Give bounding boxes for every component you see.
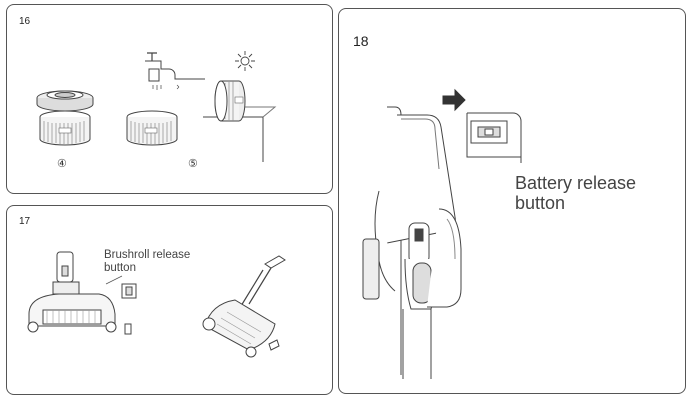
step-number: 17 bbox=[19, 216, 31, 227]
step-label-4: ④ bbox=[57, 158, 67, 170]
sun-icon bbox=[235, 51, 255, 71]
label-line-1: Battery release bbox=[515, 173, 637, 193]
drying-filter-icon bbox=[203, 80, 277, 162]
filter-lid-icon bbox=[36, 90, 94, 112]
faucet-icon bbox=[145, 52, 205, 90]
step-number: 16 bbox=[19, 16, 31, 27]
label-line-2: button bbox=[104, 261, 136, 274]
panel-step-17: 17 Brushroll release button bbox=[6, 205, 333, 395]
vacuum-floor-head-icon bbox=[27, 251, 123, 333]
brushroll-release-button-icon bbox=[121, 283, 137, 335]
arrow-right-icon bbox=[442, 88, 466, 112]
label-line-2: button bbox=[515, 193, 566, 214]
step-label-5: ⑤ bbox=[188, 158, 198, 170]
handheld-vacuum-icon bbox=[362, 106, 462, 379]
brushroll-release-label: Brushroll release button bbox=[104, 249, 190, 275]
panel-step-18: 18 Battery release button bbox=[338, 8, 686, 394]
label-line-1: Brushroll release bbox=[104, 249, 191, 261]
panel-step-16: 16 bbox=[6, 4, 333, 194]
step-number: 18 bbox=[353, 33, 369, 49]
vacuum-floor-head-underside-icon bbox=[202, 255, 286, 358]
battery-release-button-icon bbox=[466, 112, 522, 163]
filter-cartridge-icon bbox=[126, 110, 178, 146]
filter-cartridge-icon bbox=[39, 110, 91, 146]
battery-release-label: Battery release button bbox=[515, 173, 636, 213]
